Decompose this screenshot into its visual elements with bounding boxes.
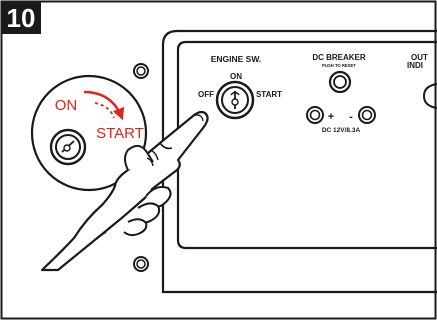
pointing-hand-icon (40, 110, 209, 272)
dc-breaker-button[interactable] (328, 70, 352, 94)
engine-off-label: OFF (198, 90, 214, 99)
indicator-label-partial: INDI (407, 61, 423, 70)
panel-outer (161, 29, 437, 294)
dc-breaker-title: DC BREAKER (312, 53, 366, 62)
engine-switch-title: ENGINE SW. (211, 54, 262, 64)
panel-screw-icon (133, 63, 149, 79)
dc-terminal-icon (306, 106, 324, 124)
callout-magnifier: ON START (30, 74, 148, 192)
callout-on-label: ON (55, 97, 78, 114)
rotate-arrow-icon (83, 90, 125, 121)
callout-start-label: START (96, 125, 144, 142)
key-icon (61, 140, 75, 153)
dc-plus-label: + (328, 111, 334, 123)
partial-indicator (422, 83, 437, 109)
engine-start-label: START (256, 90, 282, 99)
dc-rating-label: DC 12V/8.3A (322, 127, 361, 134)
output-label-partial: OUT (411, 53, 428, 62)
dc-breaker-subtitle: PUSH TO RESET (322, 63, 356, 68)
dc-minus-label: - (349, 111, 353, 123)
key-icon (230, 91, 240, 109)
panel-screw-icon (133, 256, 149, 272)
step-number: 10 (7, 3, 36, 33)
step-badge (1, 1, 41, 34)
engine-on-label: ON (230, 72, 242, 81)
engine-switch-key[interactable] (215, 80, 255, 120)
dc-terminal-icon (358, 106, 376, 124)
